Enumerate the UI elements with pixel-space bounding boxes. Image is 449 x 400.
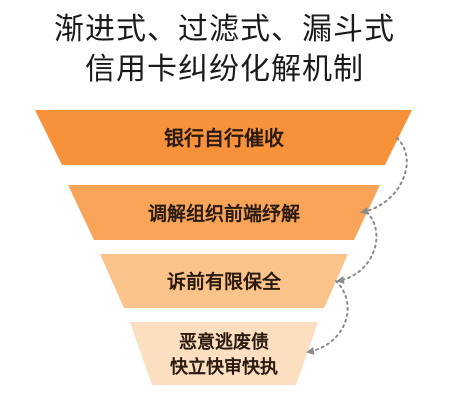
funnel-tier-4-label-line2: 快立快审快执 <box>170 356 278 378</box>
diagram-title-line1: 渐进式、过滤式、漏斗式 <box>54 12 395 47</box>
connector-arrow-1 <box>360 137 408 215</box>
funnel-tier-4 <box>130 322 318 385</box>
funnel-tier-3-label: 诉前有限保全 <box>167 270 282 293</box>
connector-arrow-2 <box>336 211 378 284</box>
funnel-tier-3 <box>100 254 348 308</box>
funnel-tier-1 <box>35 110 412 165</box>
funnel-tier-2 <box>68 185 380 240</box>
funnel-tier-2-label: 调解组织前端纾解 <box>148 202 300 225</box>
funnel-tier-1-label: 银行自行催收 <box>164 126 284 150</box>
diagram-title-line2: 信用卡纠纷化解机制 <box>85 52 364 87</box>
funnel-tier-4-label-line1: 恶意逃废债 <box>179 331 269 353</box>
